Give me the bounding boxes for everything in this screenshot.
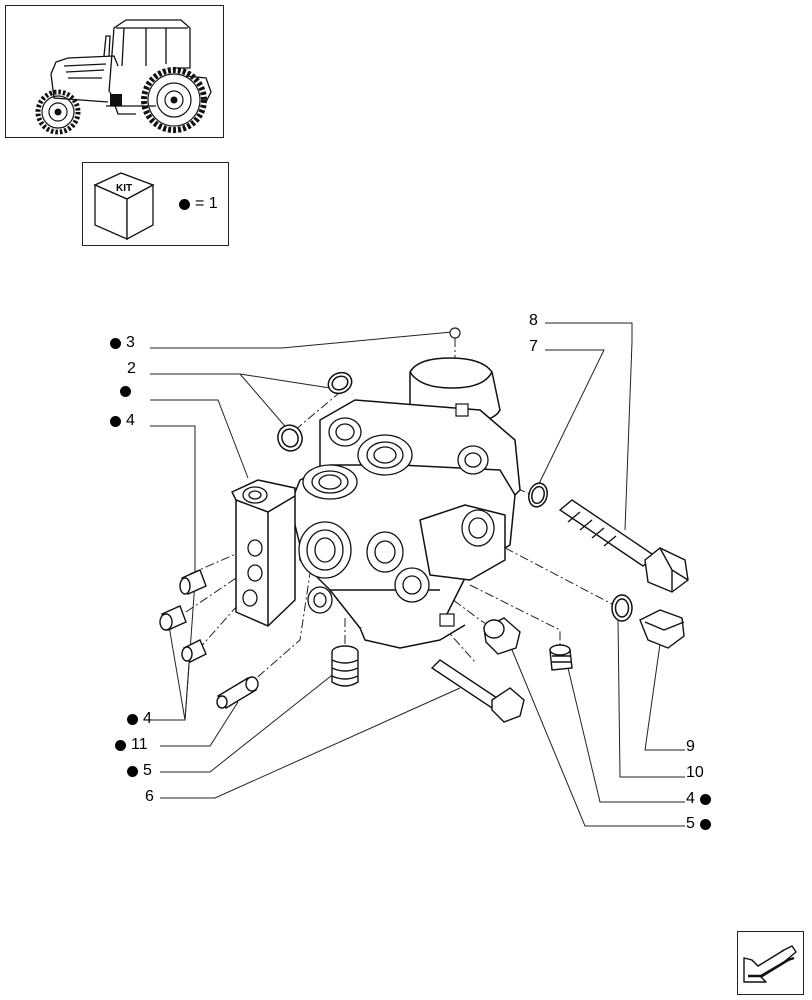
callout-3-text: 3 (126, 334, 135, 351)
callout-4-right: 4 (686, 790, 711, 808)
callout-2-text: 2 (127, 360, 136, 377)
tractor-icon (35, 19, 212, 135)
next-page-button[interactable] (737, 931, 804, 995)
callout-5-left: 5 (127, 762, 152, 780)
callout-3: 3 (110, 334, 135, 352)
next-page-arrow-icon (743, 945, 797, 983)
callout-10-text: 10 (686, 764, 704, 781)
callout-5-left-text: 5 (143, 762, 152, 779)
callout-9-text: 9 (686, 738, 695, 755)
kit-bullet-icon (115, 739, 126, 751)
kit-bullet-icon (699, 793, 711, 805)
callout-11-text: 11 (131, 736, 148, 753)
kit-equals-text: = 1 (195, 195, 218, 212)
callout-8-text: 8 (529, 312, 538, 329)
callout-6-text: 6 (145, 788, 154, 805)
callout-10: 10 (686, 764, 704, 782)
callout-11: 11 (115, 736, 148, 754)
valve-body (231, 357, 521, 649)
plug-5-right (483, 617, 521, 655)
pin-11 (216, 676, 259, 709)
kit-text: KIT (116, 183, 133, 194)
kit-bullet-icon (179, 198, 190, 210)
callout-4-upper: 4 (110, 412, 135, 430)
kit-bullet-icon (110, 337, 121, 349)
bolt-6 (430, 659, 525, 723)
callout-6: 6 (145, 788, 154, 806)
front-wheel-icon (35, 89, 81, 135)
kit-legend: KIT = 1 (82, 162, 229, 246)
plug-5-center (331, 645, 359, 687)
kit-bullet-icon (127, 765, 138, 777)
leader-lines (150, 322, 685, 827)
callout-4-right-text: 4 (686, 790, 695, 807)
callout-9: 9 (686, 738, 695, 756)
callout-5-right-text: 5 (686, 815, 695, 832)
ports (242, 417, 495, 614)
callout-5-right: 5 (686, 815, 711, 833)
kit-bullet-icon (120, 386, 131, 397)
kit-box-icon (93, 172, 155, 241)
callout-4-lower-text: 4 (143, 710, 152, 727)
rear-wheel-icon (141, 67, 207, 133)
callout-bullet-only (120, 386, 131, 397)
kit-bullet-icon (699, 818, 711, 830)
callout-4-upper-text: 4 (126, 412, 135, 429)
plug-4-right (549, 644, 573, 671)
callout-8: 8 (529, 312, 538, 330)
tractor-thumbnail (5, 5, 224, 138)
bolt-8 (558, 499, 689, 593)
callout-4-lower: 4 (127, 710, 152, 728)
callout-7-text: 7 (529, 338, 538, 355)
kit-equals: = 1 (179, 195, 218, 213)
kit-bullet-icon (127, 713, 138, 725)
callout-7: 7 (529, 338, 538, 356)
plug-9 (639, 609, 685, 649)
plug-4-left-group (159, 569, 207, 663)
kit-bullet-icon (110, 415, 121, 427)
callout-2: 2 (127, 360, 136, 378)
